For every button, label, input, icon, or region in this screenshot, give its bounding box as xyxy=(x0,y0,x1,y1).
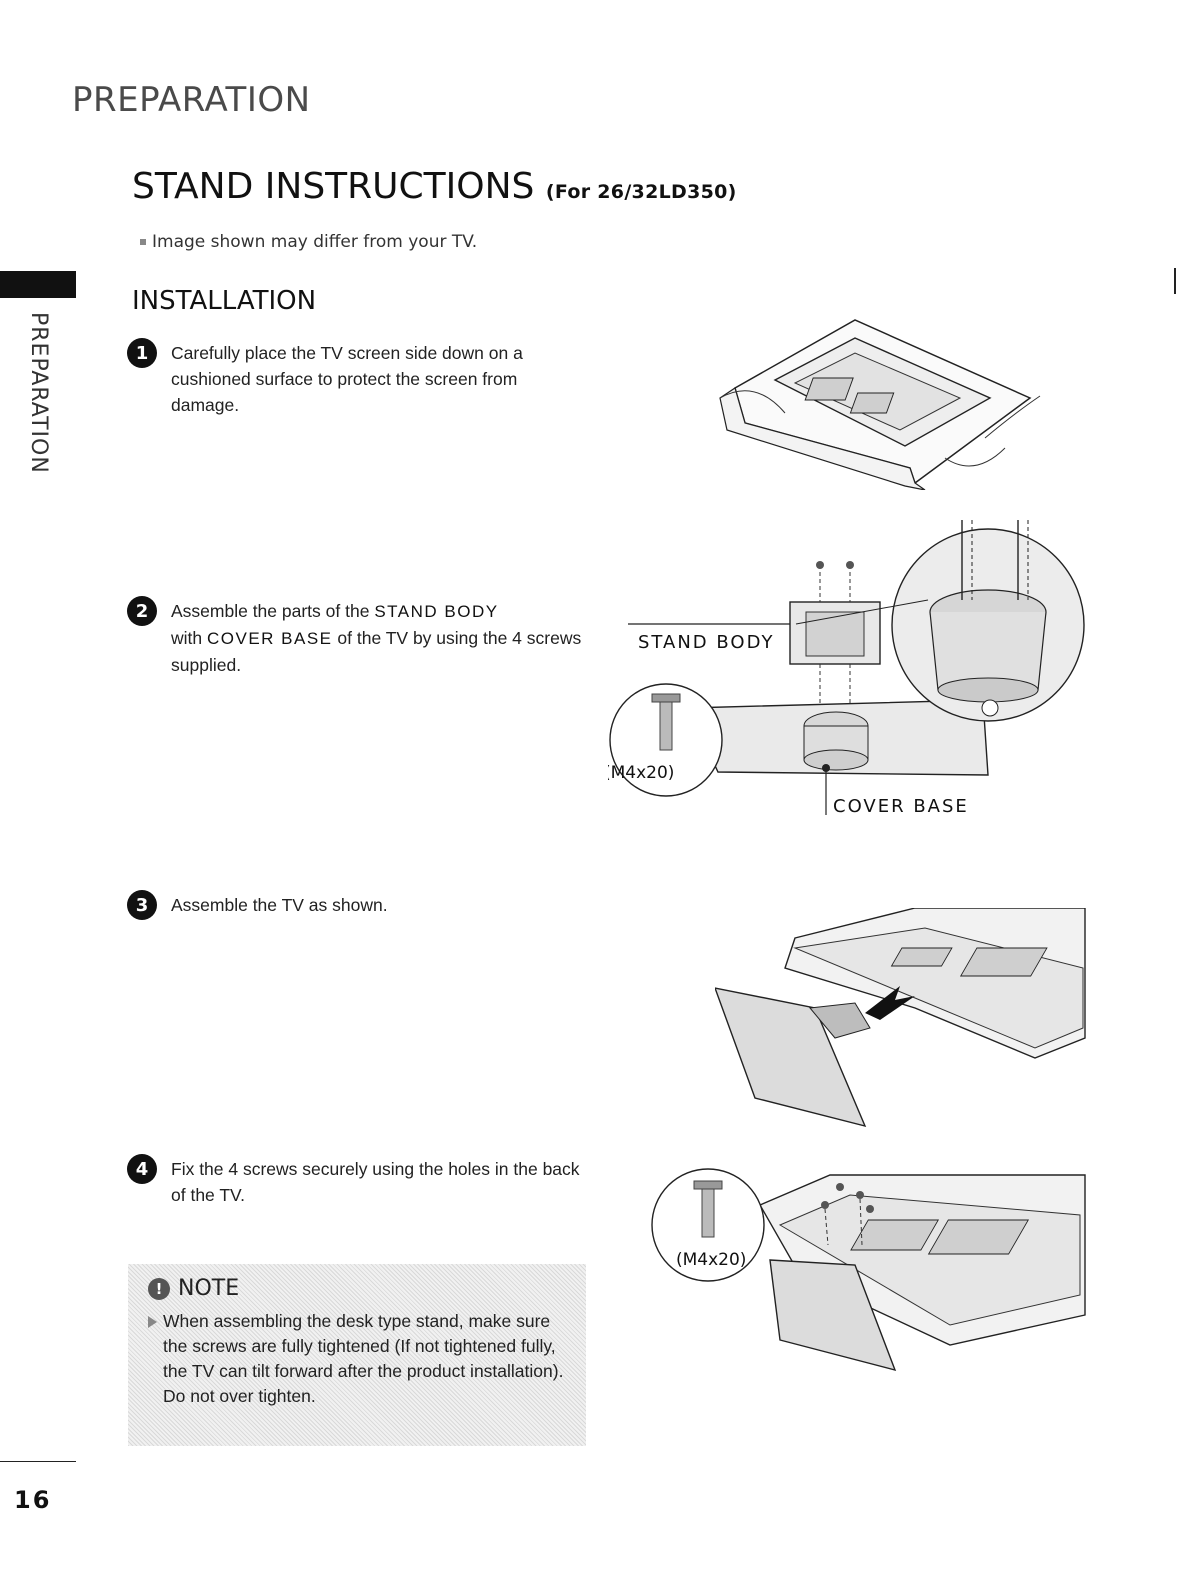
step-text: Carefully place the TV screen side down … xyxy=(171,343,523,415)
warning-icon: ! xyxy=(148,1277,170,1300)
step-text-part: Assemble the parts of the xyxy=(171,601,375,621)
step-text-part: with xyxy=(171,628,207,648)
step-number: 2 xyxy=(127,596,157,626)
note-box: ! NOTE When assembling the desk type sta… xyxy=(128,1264,586,1446)
cover-base-keyword: COVER BASE xyxy=(206,629,333,648)
step-1: 1 Carefully place the TV screen side dow… xyxy=(127,338,582,418)
page-edge-mark xyxy=(1174,268,1176,294)
disclaimer-text: Image shown may differ from your TV. xyxy=(152,232,478,252)
screws-fixing-illustration: (M4x20) xyxy=(651,1168,1086,1372)
section-title: PREPARATION xyxy=(72,80,311,120)
page-title-text: STAND INSTRUCTIONS xyxy=(132,166,535,207)
cover-base-label: COVER BASE xyxy=(833,796,969,817)
arrow-bullet-icon xyxy=(148,1316,157,1328)
step-3: 3 Assemble the TV as shown. xyxy=(127,890,582,920)
stand-assembly-illustration: STAND BODY COVER BASE (M4x20) xyxy=(608,520,1085,817)
note-text: When assembling the desk type stand, mak… xyxy=(163,1311,564,1406)
step-text: Fix the 4 screws securely using the hole… xyxy=(171,1159,580,1205)
model-label: (For 26/32LD350) xyxy=(545,181,737,203)
step-2: 2 Assemble the parts of the STAND BODY w… xyxy=(127,596,582,678)
square-bullet-icon xyxy=(140,239,146,245)
chapter-tab-marker xyxy=(0,271,76,298)
step-number: 3 xyxy=(127,890,157,920)
step-number: 1 xyxy=(127,338,157,368)
note-title: NOTE xyxy=(178,1276,240,1301)
stand-body-label: STAND BODY xyxy=(638,632,774,653)
screw-label-2: (M4x20) xyxy=(676,1250,746,1270)
note-header: ! NOTE xyxy=(148,1276,568,1301)
installation-heading: INSTALLATION xyxy=(132,286,317,316)
page-number: 16 xyxy=(14,1486,52,1514)
stand-body-keyword: STAND BODY xyxy=(374,602,499,621)
tv-on-cushion-illustration xyxy=(719,319,1041,490)
step-text: Assemble the parts of the STAND BODY wit… xyxy=(171,596,582,678)
tv-stand-assembly-illustration xyxy=(715,908,1086,1128)
footer-rule xyxy=(0,1461,76,1462)
step-number: 4 xyxy=(127,1154,157,1184)
step-text-part: of the TV by using the 4 screws supplied… xyxy=(171,628,582,675)
screw-label-1: (M4x20) xyxy=(608,763,674,783)
note-body: When assembling the desk type stand, mak… xyxy=(148,1309,568,1409)
step-text: Assemble the TV as shown. xyxy=(171,895,388,915)
step-4: 4 Fix the 4 screws securely using the ho… xyxy=(127,1154,587,1208)
page-title: STAND INSTRUCTIONS (For 26/32LD350) xyxy=(132,166,737,207)
chapter-side-label: PREPARATION xyxy=(26,312,51,474)
disclaimer: Image shown may differ from your TV. xyxy=(140,232,477,252)
